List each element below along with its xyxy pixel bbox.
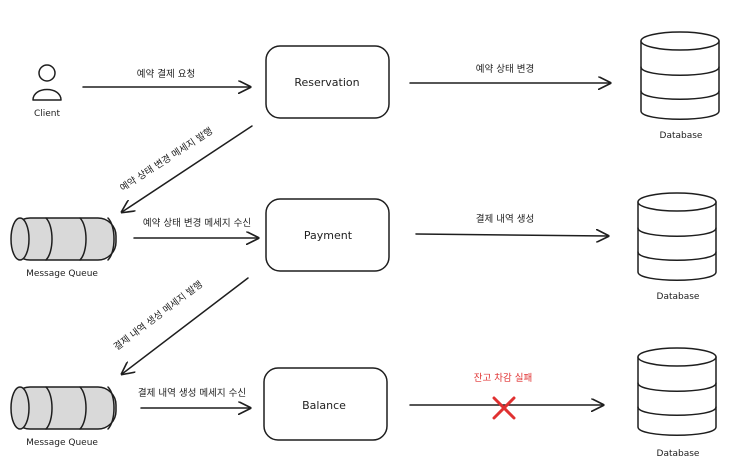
client-label: Client — [34, 109, 61, 119]
message-queue-label-1: Message Queue — [26, 269, 98, 279]
message-queue-label-2: Message Queue — [26, 438, 98, 448]
arrow-reservation-to-queue — [122, 125, 253, 212]
payment-box — [265, 198, 390, 272]
edge-label-balance-deduction-failed: 잔고 차감 실패 — [474, 372, 532, 384]
balance-label: Balance — [302, 399, 346, 412]
edge-label-reservation-status-change: 예약 상태 변경 — [476, 63, 534, 75]
reservation-box — [265, 45, 390, 119]
edge-label-payment-message-receive: 결제 내역 생성 메세지 수신 — [138, 388, 246, 399]
reservation-label: Reservation — [294, 76, 359, 89]
client-icon — [32, 64, 62, 101]
arrow-payment-to-database — [415, 234, 608, 236]
balance-box — [263, 367, 388, 441]
database-icon-1 — [640, 31, 720, 120]
arrow-payment-to-queue — [122, 277, 249, 374]
database-icon-3 — [637, 347, 717, 436]
database-label-1: Database — [660, 131, 703, 141]
failure-x-icon — [492, 396, 516, 420]
edge-label-reservation-message-receive: 예약 상태 변경 메세지 수신 — [143, 217, 251, 229]
database-icon-2 — [637, 192, 717, 281]
payment-label: Payment — [304, 229, 353, 242]
edge-label-payment-message-publish: 결제 내역 생성 메세지 발행 — [111, 278, 205, 353]
database-label-3: Database — [657, 449, 700, 459]
edge-label-payment-history-create: 결제 내역 생성 — [476, 214, 534, 225]
message-queue-icon-1 — [10, 217, 117, 261]
message-queue-icon-2 — [10, 386, 117, 430]
edge-label-payment-request: 예약 결제 요청 — [137, 68, 195, 80]
database-label-2: Database — [657, 292, 700, 302]
